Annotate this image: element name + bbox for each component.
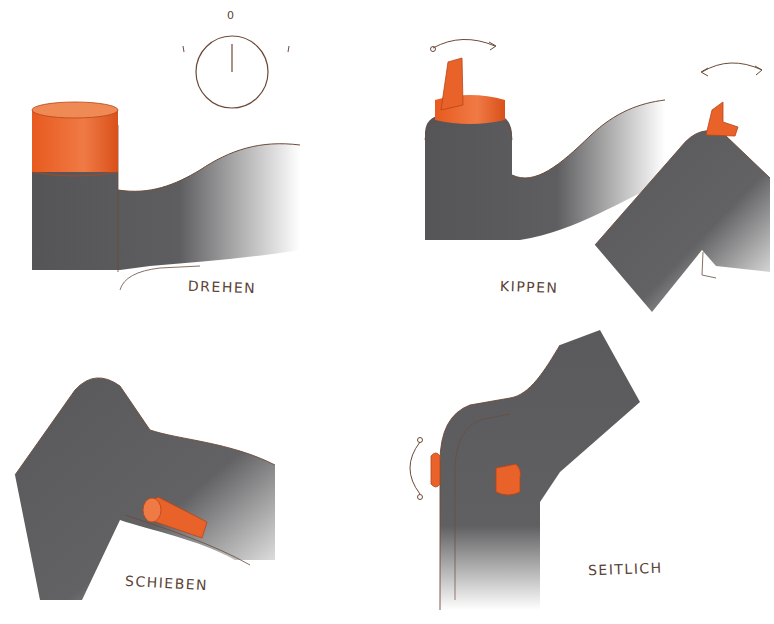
sketch-label: KIPPEN [500,279,559,295]
sketch-label: SCHIEBEN [125,574,209,592]
sketch-label: SEITLICH [588,561,663,578]
sketch-label: DREHEN [188,279,257,295]
dial-mark: 0 [227,10,236,21]
